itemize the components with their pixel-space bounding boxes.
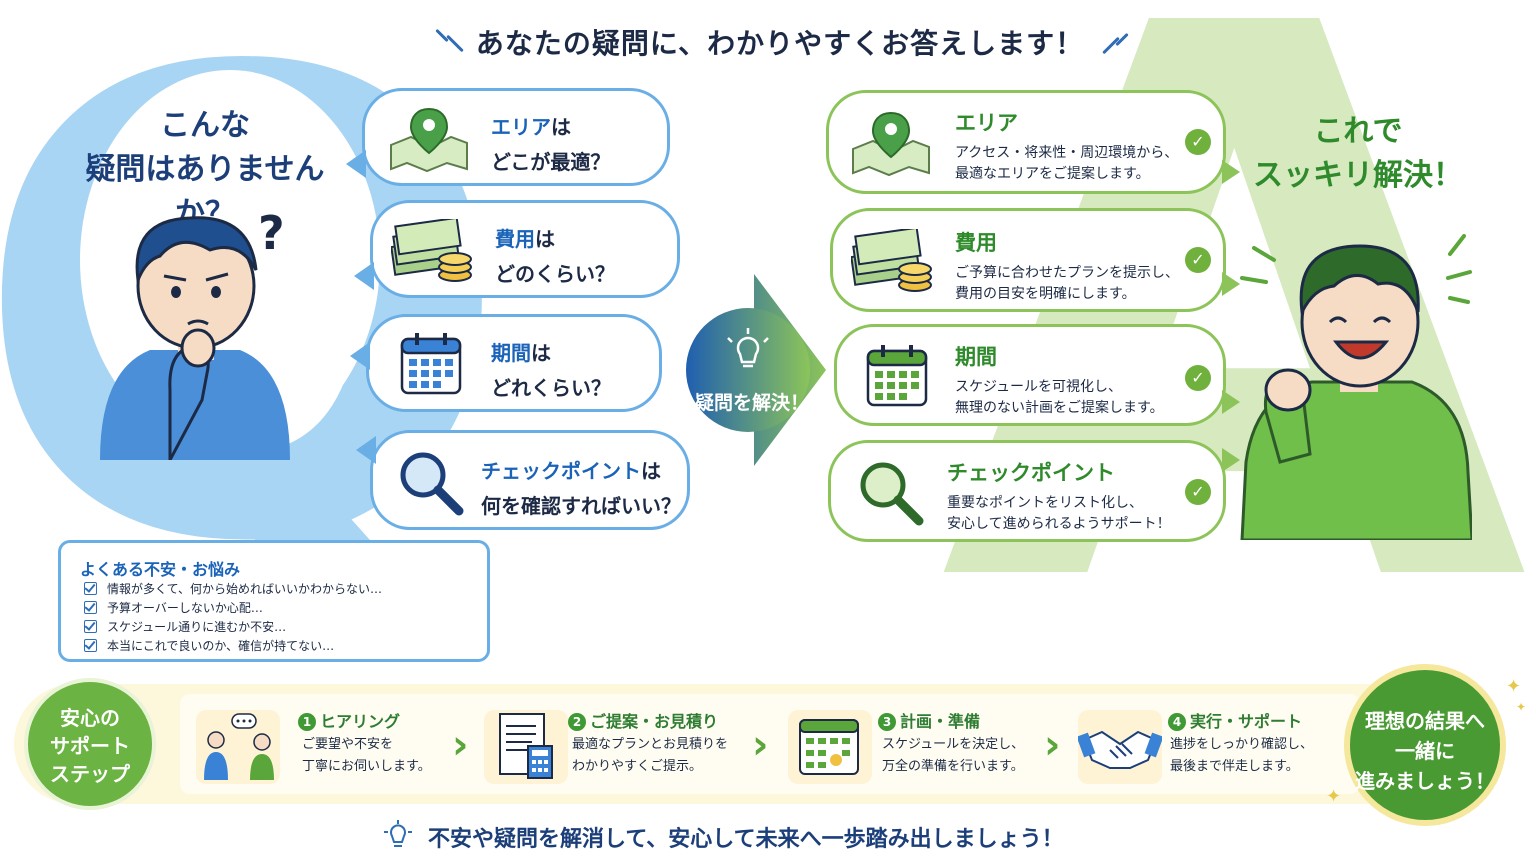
conversation-icon bbox=[196, 710, 280, 784]
money-icon bbox=[851, 229, 932, 292]
footer-message: 不安や疑問を解消して、安心して未来へ一歩踏み出しましょう！ bbox=[380, 818, 1180, 854]
question-bubble-period: 期間は どれくらい？ bbox=[366, 314, 662, 412]
chevron-right-icon: › bbox=[1044, 722, 1061, 768]
worry-item: 本当にこれで良いのか、確信が持てない… bbox=[84, 637, 334, 654]
support-steps-label: 安心のサポートステップ bbox=[24, 678, 156, 810]
happy-person-illustration bbox=[1240, 234, 1472, 540]
worry-item: 情報が多くて、何から始めればいいかわからない… bbox=[84, 580, 382, 597]
question-bubble-area-title: エリアは bbox=[491, 115, 571, 139]
thinking-person-illustration bbox=[100, 216, 290, 460]
answer-bubble-area-title: エリア bbox=[955, 111, 1018, 135]
question-bubble-checkpoint-title: チェックポイントは bbox=[481, 459, 661, 483]
answer-bubble-checkpoint: チェックポイント 重要なポイントをリスト化し、安心して進められるようサポート！ … bbox=[828, 440, 1226, 542]
bubble-tail bbox=[1222, 272, 1240, 296]
answer-bubble-checkpoint-text: 重要なポイントをリスト化し、安心して進められるようサポート！ bbox=[947, 495, 1171, 532]
worry-item: スケジュール通りに進むか不安… bbox=[84, 618, 286, 635]
bubble-tail bbox=[1222, 448, 1240, 472]
step-3-description: スケジュールを決定し、万全の準備を行います。 bbox=[882, 737, 1025, 774]
map-pin-icon bbox=[852, 111, 930, 177]
headline-decoration-right bbox=[1096, 30, 1136, 60]
sparkle-icon: ✦ bbox=[1516, 700, 1527, 714]
bubble-tail bbox=[350, 342, 370, 370]
question-bubble-period-title: 期間は bbox=[491, 341, 551, 365]
answer-title-line2: スッキリ解決！ bbox=[1253, 158, 1463, 193]
question-bubble-area-text: どこが最適？ bbox=[491, 150, 611, 174]
answer-bubble-area-text: アクセス・将来性・周辺環境から、最適なエリアをご提案します。 bbox=[955, 145, 1179, 182]
step-4-description: 進捗をしっかり確認し、最後まで伴走します。 bbox=[1170, 737, 1314, 774]
resolve-arrow-icon bbox=[686, 274, 826, 466]
question-bubble-area: エリアは どこが最適？ bbox=[362, 88, 670, 186]
answer-bubble-cost-title: 費用 bbox=[955, 231, 997, 255]
checkbox-icon bbox=[84, 639, 97, 652]
magnifier-icon bbox=[400, 452, 464, 516]
sparkle-icon: ✦ bbox=[1506, 676, 1522, 697]
support-steps-inner bbox=[180, 694, 1360, 794]
question-bubble-cost-title: 費用は bbox=[495, 227, 555, 251]
check-icon: ✓ bbox=[1185, 247, 1211, 273]
handshake-icon bbox=[1076, 710, 1164, 784]
check-icon: ✓ bbox=[1185, 365, 1211, 391]
question-bubble-cost-text: どのくらい？ bbox=[495, 262, 615, 286]
center-label: 疑問を解決！ bbox=[694, 392, 809, 414]
bubble-tail bbox=[346, 150, 366, 178]
calendar-icon bbox=[866, 345, 928, 407]
check-icon: ✓ bbox=[1185, 129, 1211, 155]
question-mark-icon: ? bbox=[258, 206, 285, 260]
lightbulb-icon bbox=[384, 820, 412, 847]
answer-bubble-period: 期間 スケジュールを可視化し、無理のない計画をご提案します。 ✓ bbox=[834, 324, 1226, 426]
sparkle-icon: ✦ bbox=[1326, 786, 1342, 807]
magnifier-icon bbox=[860, 462, 924, 526]
schedule-icon bbox=[788, 710, 872, 784]
money-icon bbox=[391, 219, 472, 282]
question-bubble-checkpoint-text: 何を確認すればいい？ bbox=[481, 494, 681, 518]
step-1-description: ご要望や不安を丁寧にお伺いします。 bbox=[302, 737, 431, 774]
bubble-tail bbox=[1222, 390, 1240, 414]
worries-title: よくある不安・お悩み bbox=[80, 560, 241, 579]
checkbox-icon bbox=[84, 601, 97, 614]
answer-bubble-period-title: 期間 bbox=[955, 345, 997, 369]
checkbox-icon bbox=[84, 620, 97, 633]
answer-bubble-area: エリア アクセス・将来性・周辺環境から、最適なエリアをご提案します。 ✓ bbox=[826, 90, 1226, 194]
chevron-right-icon: › bbox=[452, 722, 469, 768]
answer-bubble-period-text: スケジュールを可視化し、無理のない計画をご提案します。 bbox=[955, 379, 1164, 416]
answer-title: これで スッキリ解決！ bbox=[1238, 110, 1478, 198]
question-title-line2: 疑問はありませんか？ bbox=[85, 152, 325, 231]
answer-bubble-cost-text: ご予算に合わせたプランを提示し、費用の目安を明確にします。 bbox=[955, 265, 1179, 302]
map-pin-icon bbox=[390, 107, 468, 173]
bubble-tail bbox=[1222, 160, 1240, 184]
chevron-right-icon: › bbox=[752, 722, 769, 768]
step-2-description: 最適なプランとお見積りをわかりやすくご提示。 bbox=[572, 737, 729, 774]
check-icon: ✓ bbox=[1185, 479, 1211, 505]
bubble-tail bbox=[354, 262, 374, 290]
headline: あなたの疑問に、わかりやすくお答えします！ bbox=[475, 27, 1085, 60]
worry-item: 予算オーバーしないか心配… bbox=[84, 599, 263, 616]
bubble-tail bbox=[356, 436, 376, 464]
goal-circle: 理想の結果へ一緒に進みましょう！ bbox=[1344, 664, 1506, 826]
question-title: こんな 疑問はありませんか？ bbox=[70, 104, 340, 236]
question-bubble-checkpoint: チェックポイントは 何を確認すればいい？ bbox=[370, 430, 690, 530]
checkbox-icon bbox=[84, 582, 97, 595]
answer-bubble-checkpoint-title: チェックポイント bbox=[947, 461, 1115, 485]
document-calculator-icon bbox=[484, 710, 568, 784]
question-bubble-cost: 費用は どのくらい？ bbox=[370, 200, 680, 298]
question-bubble-period-text: どれくらい？ bbox=[491, 376, 611, 400]
worries-box bbox=[58, 540, 490, 662]
answer-bubble-cost: 費用 ご予算に合わせたプランを提示し、費用の目安を明確にします。 ✓ bbox=[830, 208, 1226, 312]
calendar-icon bbox=[400, 333, 462, 395]
answer-title-line1: これで bbox=[1313, 114, 1403, 149]
question-title-line1: こんな bbox=[160, 108, 250, 143]
